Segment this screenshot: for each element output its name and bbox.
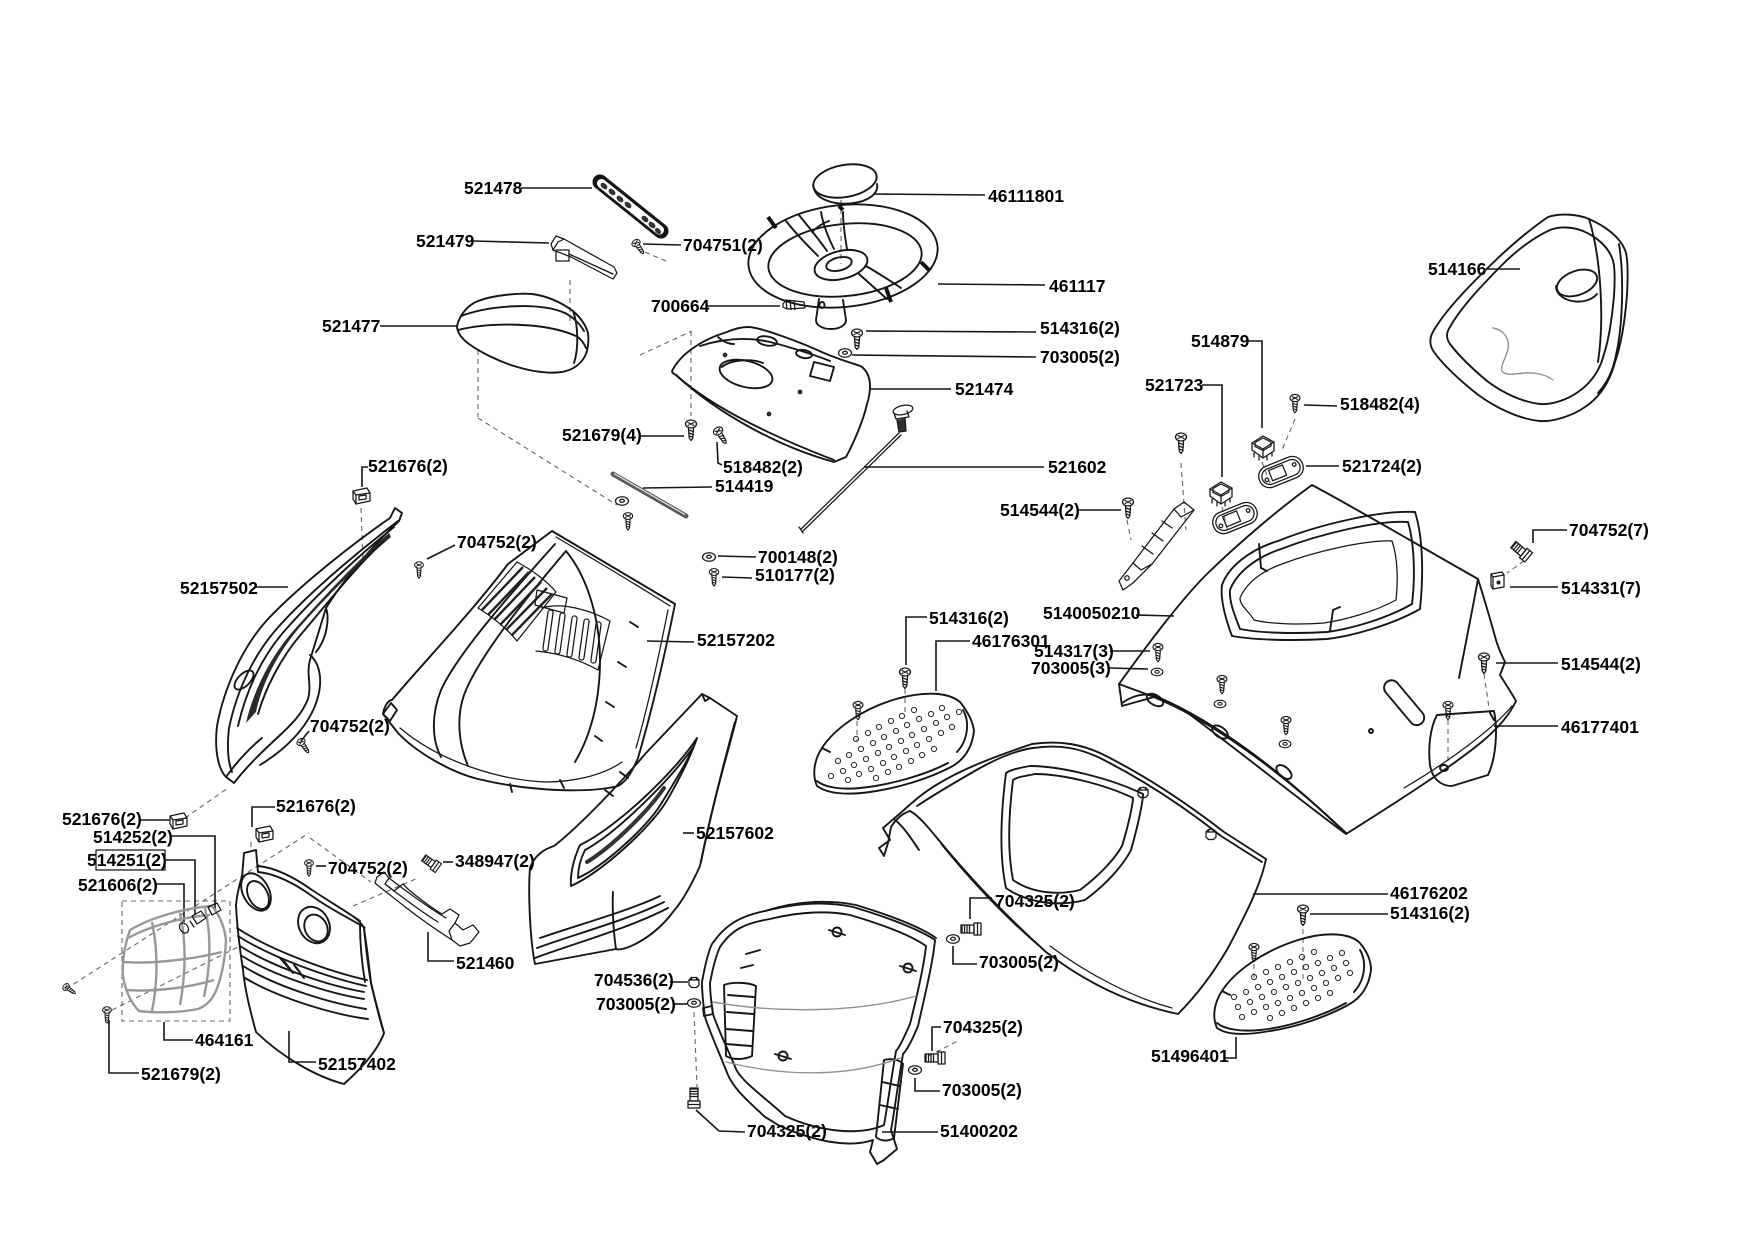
svg-text:521676(2): 521676(2) bbox=[62, 809, 142, 829]
svg-text:521602: 521602 bbox=[1048, 457, 1107, 477]
svg-text:703005(2): 703005(2) bbox=[979, 952, 1059, 972]
svg-text:51400202: 51400202 bbox=[940, 1121, 1018, 1141]
svg-text:703005(3): 703005(3) bbox=[1031, 658, 1111, 678]
svg-text:52157502: 52157502 bbox=[180, 578, 258, 598]
svg-text:521679(4): 521679(4) bbox=[562, 425, 642, 445]
svg-text:46177401: 46177401 bbox=[1561, 717, 1639, 737]
svg-text:514251(2): 514251(2) bbox=[87, 850, 167, 870]
svg-text:521477: 521477 bbox=[322, 316, 380, 336]
svg-text:704752(2): 704752(2) bbox=[328, 858, 408, 878]
svg-text:521676(2): 521676(2) bbox=[368, 456, 448, 476]
svg-text:700148(2): 700148(2) bbox=[758, 547, 838, 567]
svg-text:51496401: 51496401 bbox=[1151, 1046, 1229, 1066]
svg-text:521474: 521474 bbox=[955, 379, 1014, 399]
svg-text:464161: 464161 bbox=[195, 1030, 254, 1050]
svg-text:514316(2): 514316(2) bbox=[929, 608, 1009, 628]
svg-text:518482(4): 518482(4) bbox=[1340, 394, 1420, 414]
svg-text:518482(2): 518482(2) bbox=[723, 457, 803, 477]
svg-text:703005(2): 703005(2) bbox=[1040, 347, 1120, 367]
svg-text:514317(3): 514317(3) bbox=[1034, 641, 1114, 661]
svg-text:510177(2): 510177(2) bbox=[755, 565, 835, 585]
svg-text:514879: 514879 bbox=[1191, 331, 1250, 351]
svg-text:704752(2): 704752(2) bbox=[457, 532, 537, 552]
svg-text:348947(2): 348947(2) bbox=[455, 851, 535, 871]
svg-text:704751(2): 704751(2) bbox=[683, 235, 763, 255]
svg-text:521676(2): 521676(2) bbox=[276, 796, 356, 816]
svg-text:461117: 461117 bbox=[1049, 276, 1105, 296]
svg-text:514544(2): 514544(2) bbox=[1000, 500, 1080, 520]
svg-text:700664: 700664 bbox=[651, 296, 710, 316]
svg-text:704536(2): 704536(2) bbox=[594, 970, 674, 990]
svg-text:514316(2): 514316(2) bbox=[1390, 903, 1470, 923]
svg-text:52157202: 52157202 bbox=[697, 630, 775, 650]
svg-text:46176202: 46176202 bbox=[1390, 883, 1468, 903]
svg-text:514544(2): 514544(2) bbox=[1561, 654, 1641, 674]
svg-text:704752(7): 704752(7) bbox=[1569, 520, 1649, 540]
svg-text:521724(2): 521724(2) bbox=[1342, 456, 1422, 476]
svg-text:52157602: 52157602 bbox=[696, 823, 774, 843]
svg-text:521479: 521479 bbox=[416, 231, 475, 251]
svg-text:521460: 521460 bbox=[456, 953, 515, 973]
svg-text:704752(2): 704752(2) bbox=[310, 716, 390, 736]
svg-text:704325(2): 704325(2) bbox=[943, 1017, 1023, 1037]
svg-text:514331(7): 514331(7) bbox=[1561, 578, 1641, 598]
svg-text:703005(2): 703005(2) bbox=[942, 1080, 1022, 1100]
svg-text:52157402: 52157402 bbox=[318, 1054, 396, 1074]
svg-text:521679(2): 521679(2) bbox=[141, 1064, 221, 1084]
svg-text:46176301: 46176301 bbox=[972, 631, 1050, 651]
svg-text:514252(2): 514252(2) bbox=[93, 827, 173, 847]
svg-text:46111801: 46111801 bbox=[988, 186, 1064, 206]
svg-text:521478: 521478 bbox=[464, 178, 523, 198]
svg-text:5140050210: 5140050210 bbox=[1043, 603, 1141, 623]
svg-text:521723: 521723 bbox=[1145, 375, 1204, 395]
svg-text:514166: 514166 bbox=[1428, 259, 1487, 279]
svg-text:514419: 514419 bbox=[715, 476, 774, 496]
svg-text:514316(2): 514316(2) bbox=[1040, 318, 1120, 338]
svg-text:521606(2): 521606(2) bbox=[78, 875, 158, 895]
svg-text:703005(2): 703005(2) bbox=[596, 994, 676, 1014]
